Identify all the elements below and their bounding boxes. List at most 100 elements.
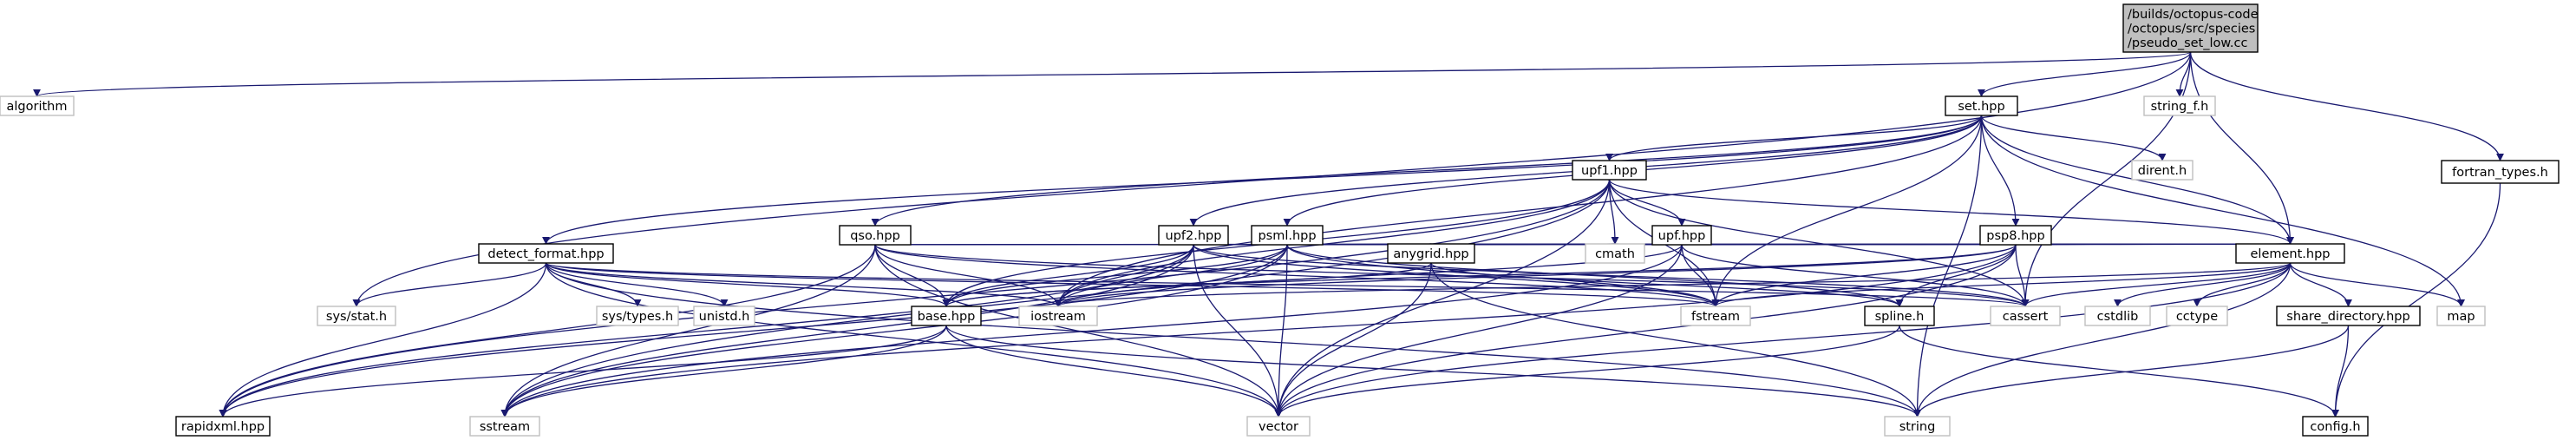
node-label-config: config.h [2310, 420, 2360, 434]
node-label-sharedir: share_directory.hpp [2286, 310, 2409, 324]
node-label-psp8: psp8.hpp [1986, 229, 2044, 243]
node-label-upf1: upf1.hpp [1581, 164, 1638, 178]
edge-element-to-iostream [1054, 262, 2292, 307]
node-fstream: fstream [1680, 306, 1751, 326]
node-sharedir[interactable]: share_directory.hpp [2276, 306, 2421, 326]
edge-element-to-string [1913, 262, 2292, 417]
node-string: string [1884, 416, 1951, 437]
node-label-root: /octopus/src/species [2128, 23, 2255, 36]
node-rapidxml[interactable]: rapidxml.hpp [175, 416, 271, 437]
node-map: map [2436, 306, 2486, 326]
node-qso[interactable]: qso.hpp [839, 225, 912, 246]
node-label-sysstat: sys/stat.h [326, 310, 387, 324]
edge-anygrid-to-base [942, 262, 1432, 307]
node-box-dirent [2131, 160, 2194, 181]
edge-spline-to-vector [1274, 325, 1900, 417]
edge-upf2-to-iostream [1054, 244, 1194, 307]
node-box-string [1884, 416, 1951, 437]
node-box-string_f [2143, 95, 2216, 116]
node-element[interactable]: element.hpp [2235, 243, 2345, 264]
edge-anygrid-to-string [1430, 262, 1921, 417]
edge-upf-to-fstream [1681, 244, 1720, 307]
edge-root-to-algorithm [33, 51, 2192, 97]
node-box-iostream [1018, 306, 1098, 326]
node-spline[interactable]: spline.h [1864, 306, 1935, 326]
edge-detect-to-cassert [545, 262, 2029, 307]
edge-psml-to-sstream [500, 244, 1288, 417]
node-label-map: map [2447, 310, 2475, 324]
node-box-element [2235, 243, 2345, 264]
node-box-set [1945, 95, 2018, 116]
edge-fortran-to-config [2331, 182, 2501, 417]
edge-element-to-fstream [1711, 262, 2292, 307]
node-layer: /builds/octopus-code/octopus/src/species… [0, 3, 2560, 437]
node-box-fstream [1680, 306, 1751, 326]
edge-detect-to-unistd [545, 262, 729, 307]
node-upf[interactable]: upf.hpp [1651, 225, 1712, 246]
node-label-string_f: string_f.h [2151, 100, 2209, 114]
edge-base-to-vector [945, 325, 1283, 417]
edge-upf2-to-sstream [500, 244, 1194, 417]
node-box-vector [1246, 416, 1311, 437]
node-box-cctype [2166, 306, 2228, 326]
edge-upf1-to-vector [1274, 179, 1611, 417]
node-label-systypes: sys/types.h [602, 310, 673, 324]
edge-base-to-rapidxml [219, 325, 947, 417]
node-config[interactable]: config.h [2302, 416, 2369, 437]
node-cassert: cassert [1990, 306, 2061, 326]
edge-root-to-set [1978, 51, 2192, 97]
edge-detect-to-sysstat [352, 262, 547, 307]
node-box-psml [1251, 225, 1324, 246]
edge-set-to-upf1 [1605, 115, 1983, 161]
edge-psp8-to-fstream [1711, 244, 2017, 307]
node-vector: vector [1246, 416, 1311, 437]
node-root[interactable]: /builds/octopus-code/octopus/src/species… [2122, 3, 2259, 53]
edge-upf2-to-fstream [1193, 244, 1720, 307]
node-label-cmath: cmath [1595, 247, 1635, 261]
edge-element-to-cassert [2021, 262, 2292, 307]
node-set[interactable]: set.hpp [1945, 95, 2018, 116]
edge-element-to-sharedir [2289, 262, 2352, 307]
edge-element-to-vector [1274, 262, 2292, 417]
edge-set-to-map [1980, 115, 2465, 307]
node-anygrid[interactable]: anygrid.hpp [1387, 243, 1475, 264]
edge-set-to-dirent [1980, 115, 2167, 161]
node-box-psp8 [1979, 225, 2052, 246]
node-upf1[interactable]: upf1.hpp [1572, 160, 1647, 181]
node-label-upf2: upf2.hpp [1166, 229, 1222, 243]
edge-set-to-psp8 [1980, 115, 2020, 227]
edge-detect-to-iostream [545, 262, 1062, 307]
node-box-map [2436, 306, 2486, 326]
edge-sharedir-to-string [1913, 325, 2350, 417]
edge-base-to-string [945, 325, 1921, 417]
node-upf2[interactable]: upf2.hpp [1158, 225, 1229, 246]
node-psp8[interactable]: psp8.hpp [1979, 225, 2052, 246]
edge-qso-to-iostream [874, 244, 1062, 307]
edge-qso-to-sstream [500, 244, 876, 417]
node-label-root: /pseudo_set_low.cc [2128, 36, 2248, 50]
node-sysstat: sys/stat.h [317, 306, 396, 326]
node-detect[interactable]: detect_format.hpp [478, 243, 614, 264]
edge-root-to-element [2189, 51, 2294, 245]
node-label-fortran: fortran_types.h [2452, 166, 2548, 180]
node-label-rapidxml: rapidxml.hpp [181, 420, 265, 434]
edge-psp8-to-iostream [1054, 244, 2017, 307]
edge-psp8-to-sstream [500, 244, 2017, 417]
node-base[interactable]: base.hpp [911, 306, 982, 326]
edge-psp8-to-cassert [2015, 244, 2030, 307]
edge-upf-to-vector [1274, 244, 1683, 417]
node-box-cassert [1990, 306, 2061, 326]
edge-detect-to-rapidxml [219, 262, 547, 417]
node-psml[interactable]: psml.hpp [1251, 225, 1324, 246]
edge-base-to-sstream [500, 325, 947, 417]
node-label-upf: upf.hpp [1658, 229, 1706, 243]
node-cstdlib: cstdlib [2084, 306, 2151, 326]
edge-detect-to-fstream [545, 262, 1720, 307]
node-iostream: iostream [1018, 306, 1098, 326]
edge-detect-to-base [545, 262, 951, 307]
node-fortran[interactable]: fortran_types.h [2441, 160, 2560, 184]
node-label-qso: qso.hpp [850, 229, 900, 243]
node-label-element: element.hpp [2251, 247, 2331, 261]
node-box-upf [1651, 225, 1712, 246]
